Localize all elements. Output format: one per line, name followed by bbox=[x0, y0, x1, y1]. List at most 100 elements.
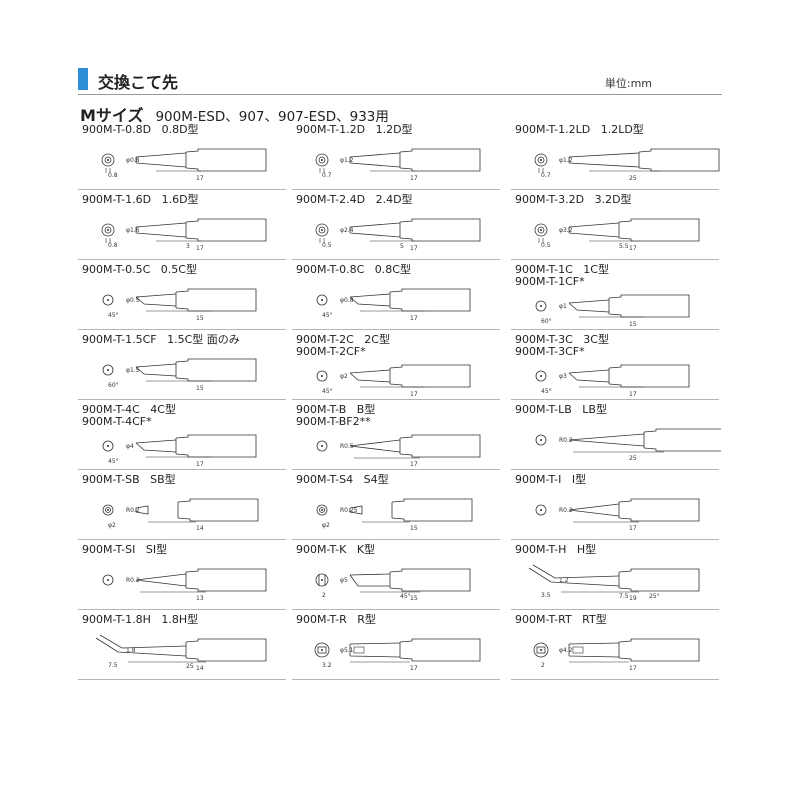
row-divider bbox=[511, 329, 719, 330]
tip-end-center bbox=[540, 229, 542, 231]
tip-end-view bbox=[102, 574, 114, 586]
tip-slot-side bbox=[353, 646, 365, 654]
dimension-label: 15 bbox=[410, 525, 418, 532]
tip-model-label: 900M-T-3.2D 3.2D型 bbox=[515, 194, 632, 206]
row-divider bbox=[78, 609, 286, 610]
tip-end-center bbox=[107, 159, 109, 161]
tip-outline bbox=[349, 369, 391, 383]
unit-label: 単位:mm bbox=[604, 77, 652, 90]
tip-model-line: 900M-T-R R型 bbox=[296, 613, 376, 626]
row-divider bbox=[292, 679, 500, 680]
row-divider bbox=[78, 259, 286, 260]
tip-model-line: 900M-T-1.2D 1.2D型 bbox=[296, 123, 413, 136]
tip-model-label: 900M-T-1.2D 1.2D型 bbox=[296, 124, 413, 136]
dimension-label: φ0.5 bbox=[126, 297, 140, 304]
dimension-label: 14 bbox=[196, 665, 204, 672]
dimension-label: φ5 bbox=[340, 577, 348, 584]
dimension-label: 0.8 bbox=[108, 242, 118, 249]
handle-outline bbox=[177, 498, 259, 522]
tip-outline bbox=[135, 439, 177, 453]
tip-model-line: 900M-T-SB SB型 bbox=[82, 473, 176, 486]
dimension-label: 45° bbox=[108, 458, 119, 465]
tip-outline bbox=[568, 369, 610, 383]
tip-end-view bbox=[102, 294, 114, 306]
dimension-label: 3.5 bbox=[541, 592, 551, 599]
handle-outline bbox=[389, 364, 471, 388]
row-divider bbox=[511, 469, 719, 470]
tip-model-line: 900M-T-0.5C 0.5C型 bbox=[82, 263, 197, 276]
tip-model-line: 900M-T-1.6D 1.6D型 bbox=[82, 193, 199, 206]
dimension-label: 17 bbox=[196, 175, 204, 182]
tip-end-view bbox=[102, 364, 114, 376]
tip-end-view bbox=[315, 223, 329, 237]
dimension-label: 17 bbox=[410, 461, 418, 468]
row-divider bbox=[511, 609, 719, 610]
dimension-label: 13 bbox=[196, 595, 204, 602]
tip-model-label: 900M-T-0.8D 0.8D型 bbox=[82, 124, 199, 136]
dimension-label: 7.5 bbox=[619, 593, 629, 600]
tip-end-center bbox=[540, 439, 542, 441]
tip-end-center bbox=[321, 229, 323, 231]
tip-end-center bbox=[321, 159, 323, 161]
tip-end-center bbox=[321, 509, 323, 511]
tip-end-center bbox=[540, 159, 542, 161]
tip-model-label: 900M-T-R R型 bbox=[296, 614, 376, 626]
series-models: 900M-ESD、907、907-ESD、933用 bbox=[155, 109, 389, 125]
dimension-label: R0.2 bbox=[559, 437, 573, 444]
dimension-label: φ1.6 bbox=[126, 227, 140, 234]
dimension-label: 1.2 bbox=[559, 577, 569, 584]
handle-outline bbox=[399, 218, 481, 242]
tip-model-label: 900M-T-1.5CF 1.5C型 面のみ bbox=[82, 334, 240, 346]
tip-end-center bbox=[321, 649, 323, 651]
row-divider bbox=[78, 679, 286, 680]
tip-drawing: φ0.845°17 bbox=[316, 288, 471, 322]
dimension-label: 45° bbox=[322, 388, 333, 395]
tip-model-line: 900M-T-0.8D 0.8D型 bbox=[82, 123, 199, 136]
dimension-label: 17 bbox=[629, 525, 637, 532]
dimension-label: 45° bbox=[541, 388, 552, 395]
dimension-label: φ3 bbox=[559, 373, 567, 380]
tip-model-line: 900M-T-SⅠ SⅠ型 bbox=[82, 543, 168, 556]
tip-drawing: φ1.560°15 bbox=[102, 358, 257, 392]
tip-model-label: 900M-T-S4 S4型 bbox=[296, 474, 389, 486]
tip-end-center bbox=[321, 445, 323, 447]
handle-outline bbox=[608, 364, 690, 388]
row-divider bbox=[511, 399, 719, 400]
dimension-label: 17 bbox=[410, 665, 418, 672]
tip-model-line: 900M-T-3C 3C型 bbox=[515, 333, 609, 346]
tip-end-view bbox=[101, 153, 115, 167]
row-divider bbox=[292, 399, 500, 400]
dimension-label: 17 bbox=[410, 175, 418, 182]
dimension-label: 17 bbox=[629, 665, 637, 672]
tip-end-inner bbox=[318, 156, 326, 164]
dimension-label: R0.2 bbox=[126, 507, 140, 514]
dimension-label: 25 bbox=[629, 175, 637, 182]
row-divider bbox=[511, 189, 719, 190]
row-divider bbox=[511, 259, 719, 260]
tip-end-inner bbox=[319, 507, 325, 513]
tip-model-line: 900M-T-3.2D 3.2D型 bbox=[515, 193, 632, 206]
dimension-label: φ1 bbox=[559, 303, 567, 310]
tip-end-center bbox=[540, 649, 542, 651]
tip-outline bbox=[349, 505, 363, 515]
tip-end-center bbox=[107, 579, 109, 581]
dimension-label: 7.5 bbox=[108, 662, 118, 669]
handle-outline bbox=[618, 498, 700, 522]
tip-model-line: 900M-T-BF2** bbox=[296, 415, 371, 428]
tip-end-slot bbox=[536, 646, 546, 654]
